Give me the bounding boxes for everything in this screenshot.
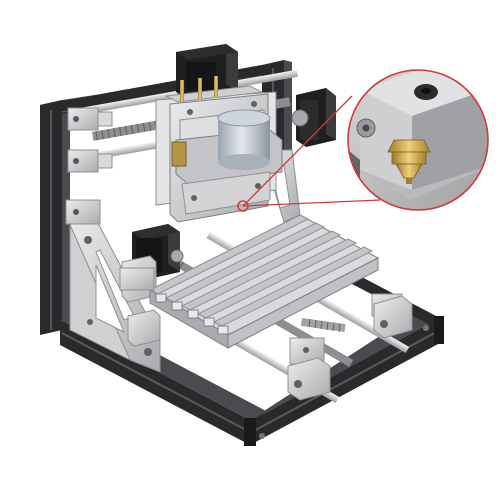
- front-leadscrew: [300, 318, 346, 333]
- callout-lines: [242, 95, 381, 207]
- x-axis-stepper-motor: [291, 88, 336, 147]
- left-bearing-blocks: [65, 107, 113, 225]
- work-table: [148, 214, 380, 349]
- nozzle-detail-callout: [347, 69, 489, 211]
- z-axis-stepper-motor: [176, 44, 238, 100]
- front-rod-supports: [127, 295, 413, 401]
- brass-nozzle: [387, 139, 431, 184]
- spindle-motor: [217, 109, 271, 170]
